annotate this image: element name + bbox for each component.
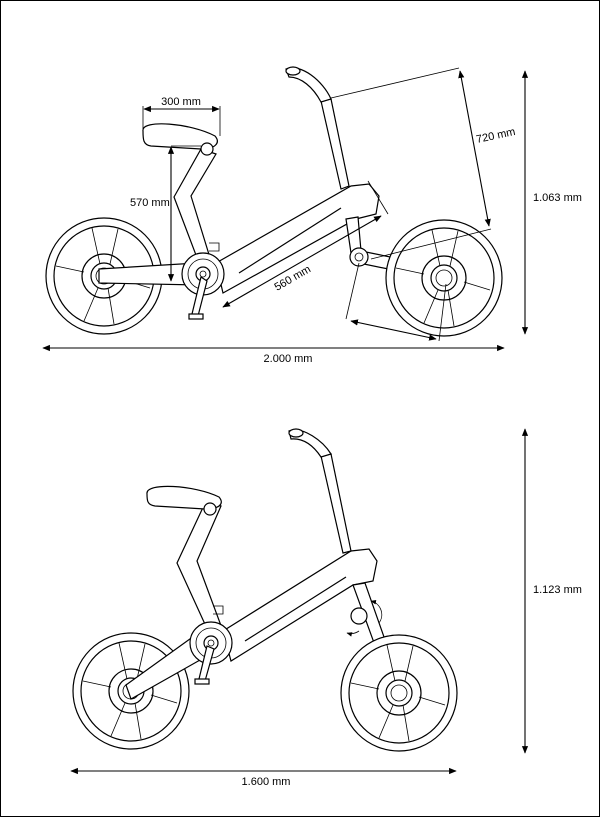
total-length-label-bottom: 1.600 mm xyxy=(242,776,291,788)
frame-length-label: 560 mm xyxy=(273,263,313,293)
top-dimensions: 300 mm 570 mm 560 mm 720 mm 1.063 mm 2.0… xyxy=(42,67,582,365)
handlebar-reach-label: 720 mm xyxy=(475,126,516,146)
seat-tube-folded xyxy=(176,500,224,634)
total-length-label-top: 2.000 mm xyxy=(264,353,313,365)
seat-height-label: 570 mm xyxy=(130,197,170,209)
seat-tube xyxy=(173,148,217,264)
bike-side-view-folded xyxy=(72,428,458,752)
saddle-length-label: 300 mm xyxy=(161,96,201,108)
total-height-label-bottom: 1.123 mm xyxy=(533,584,582,596)
front-wheel-folded xyxy=(340,634,458,752)
handlebar-stem xyxy=(320,98,350,190)
bottom-dimensions: 1.123 mm 1.600 mm xyxy=(70,428,582,788)
bike-side-view-extended xyxy=(45,66,503,337)
main-tube-folded xyxy=(222,548,378,662)
saddle xyxy=(142,123,218,150)
saddle-folded xyxy=(146,485,222,510)
front-wheel xyxy=(385,219,503,337)
total-height-label-top: 1.063 mm xyxy=(533,192,582,204)
handlebar-stem-folded xyxy=(320,453,352,554)
